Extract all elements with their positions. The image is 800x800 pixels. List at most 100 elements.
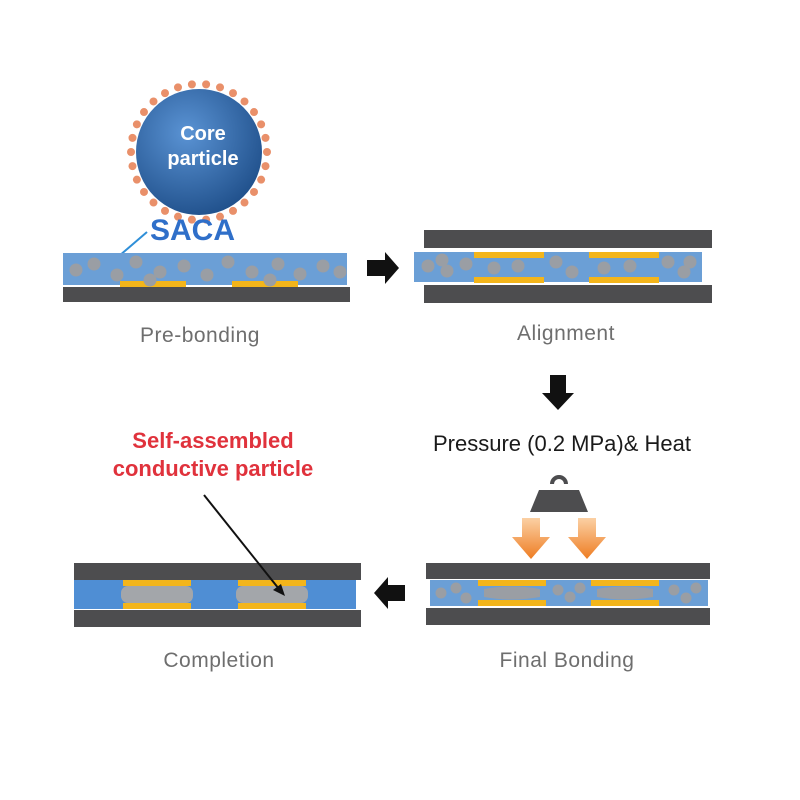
surface-dot bbox=[127, 148, 135, 156]
surface-dot bbox=[257, 120, 266, 129]
pre-bonding-particles bbox=[69, 255, 347, 287]
particle bbox=[460, 592, 472, 604]
particle bbox=[421, 259, 435, 273]
completion-conductive-particle bbox=[121, 586, 193, 603]
core-particle-label-line1: Core bbox=[180, 123, 226, 145]
surface-dot bbox=[128, 162, 137, 171]
surface-dot bbox=[149, 97, 158, 106]
alignment-bottom-electrode bbox=[474, 277, 544, 283]
alignment-stage bbox=[414, 230, 712, 303]
surface-dot bbox=[261, 162, 270, 171]
surface-dot bbox=[161, 206, 169, 215]
annotation-pointer-arrowhead bbox=[273, 584, 285, 596]
final-bonding-flattened-particle bbox=[597, 586, 653, 600]
particle bbox=[511, 259, 525, 273]
particle bbox=[668, 584, 680, 596]
alignment-top-substrate bbox=[424, 230, 712, 248]
particle bbox=[574, 582, 586, 594]
surface-dot bbox=[149, 198, 158, 207]
particle bbox=[440, 264, 454, 278]
completion-resin bbox=[74, 580, 356, 609]
alignment-top-electrode bbox=[474, 252, 544, 258]
completion-stage bbox=[74, 563, 361, 627]
surface-dot bbox=[250, 187, 259, 196]
surface-dot bbox=[128, 133, 137, 142]
surface-dot bbox=[187, 80, 196, 89]
annotation-label-line1: Self-assembled bbox=[132, 428, 293, 453]
completion-top-electrode bbox=[123, 580, 191, 586]
particle bbox=[450, 582, 462, 594]
particle bbox=[153, 265, 167, 279]
surface-dot bbox=[216, 83, 225, 92]
particle bbox=[69, 263, 83, 277]
surface-dot bbox=[132, 120, 141, 129]
particle bbox=[316, 259, 330, 273]
particle bbox=[677, 265, 691, 279]
alignment-label: Alignment bbox=[517, 322, 615, 345]
saca-label: SACA bbox=[150, 214, 235, 247]
particle bbox=[271, 257, 285, 271]
final-bonding-stage bbox=[426, 563, 710, 625]
pre-bonding-bottom-substrate bbox=[63, 287, 350, 302]
surface-dot bbox=[139, 187, 148, 196]
particle bbox=[459, 257, 473, 271]
alignment-bottom-electrode bbox=[589, 277, 659, 283]
particle bbox=[487, 261, 501, 275]
surface-dot bbox=[187, 215, 196, 224]
annotation-pointer-line bbox=[203, 494, 280, 590]
saca-leader-line bbox=[118, 231, 148, 257]
final-bonding-flattened-particle bbox=[484, 586, 540, 600]
particle bbox=[221, 255, 235, 269]
black-arrow-icon bbox=[367, 252, 399, 284]
particle bbox=[435, 587, 447, 599]
surface-dot bbox=[173, 83, 182, 92]
particle bbox=[200, 268, 214, 282]
particle bbox=[683, 255, 697, 269]
surface-dot bbox=[202, 215, 211, 224]
particle bbox=[564, 591, 576, 603]
completion-conductive-particle bbox=[236, 586, 308, 603]
core-particle-illustration: Core particle bbox=[127, 80, 271, 224]
core-particle-sphere bbox=[136, 89, 262, 215]
black-arrow-icon bbox=[374, 577, 405, 609]
particle bbox=[690, 582, 702, 594]
surface-dots bbox=[127, 80, 271, 224]
down-arrow-icon bbox=[568, 518, 606, 559]
particle bbox=[263, 273, 277, 287]
final-bonding-top-electrode bbox=[591, 580, 659, 586]
surface-dot bbox=[261, 133, 270, 142]
particle bbox=[565, 265, 579, 279]
surface-dot bbox=[257, 175, 266, 184]
particle bbox=[680, 592, 692, 604]
final-bonding-top-electrode bbox=[478, 580, 546, 586]
surface-dot bbox=[173, 212, 182, 221]
surface-dot bbox=[240, 97, 249, 106]
completion-bottom-electrode bbox=[238, 603, 306, 609]
particle bbox=[129, 255, 143, 269]
completion-label: Completion bbox=[163, 649, 274, 672]
particle bbox=[293, 267, 307, 281]
surface-dot bbox=[161, 89, 169, 98]
surface-dot bbox=[250, 108, 259, 117]
surface-dot bbox=[139, 108, 148, 117]
alignment-bottom-substrate bbox=[424, 285, 712, 303]
particle bbox=[661, 255, 675, 269]
surface-dot bbox=[240, 198, 249, 207]
pre-bonding-stage bbox=[63, 253, 350, 302]
alignment-top-electrode bbox=[589, 252, 659, 258]
annotation-label-line2: conductive particle bbox=[113, 456, 314, 481]
surface-dot bbox=[229, 206, 237, 215]
core-particle-label-line2: particle bbox=[167, 148, 238, 170]
particle bbox=[143, 273, 157, 287]
surface-dot bbox=[216, 212, 225, 221]
particle bbox=[110, 268, 124, 282]
final-bonding-bottom-substrate bbox=[426, 608, 710, 625]
final-bonding-label: Final Bonding bbox=[500, 649, 635, 672]
weight-icon bbox=[530, 475, 588, 512]
alignment-particles bbox=[421, 253, 697, 279]
particle bbox=[87, 257, 101, 271]
completion-bottom-substrate bbox=[74, 610, 361, 627]
pre-bonding-label: Pre-bonding bbox=[140, 324, 260, 347]
process-condition-label: Pressure (0.2 MPa)& Heat bbox=[433, 431, 691, 456]
